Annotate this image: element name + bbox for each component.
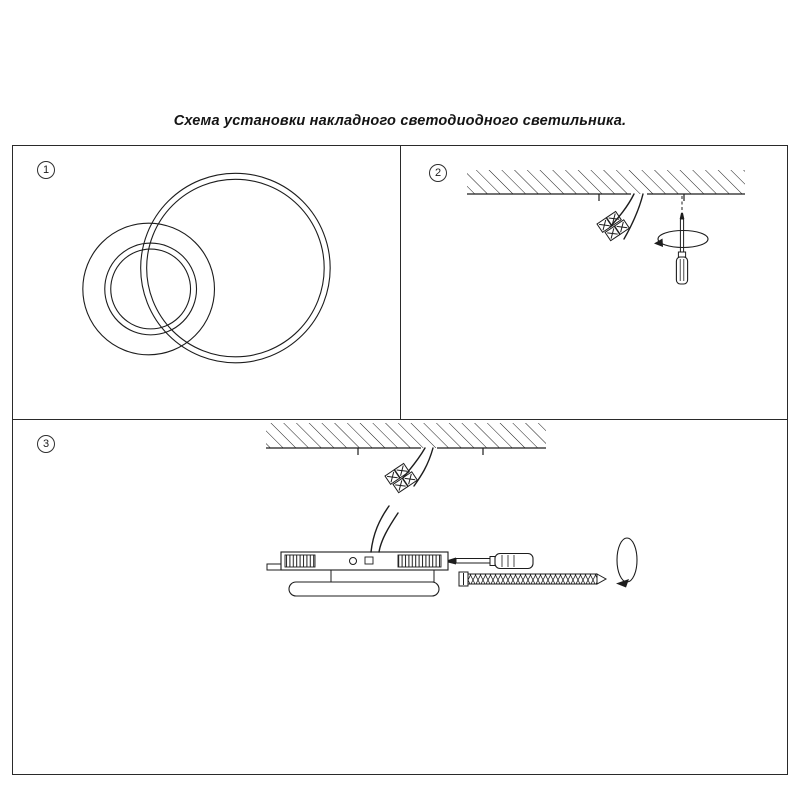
base-mounting-drawing — [266, 423, 638, 597]
terminal-blocks-icon — [596, 210, 631, 242]
lamp-front-view — [82, 172, 331, 364]
outer-ring-inner-line — [146, 178, 325, 358]
rotation-arrow-icon — [616, 537, 638, 588]
wire-to-lamp-2 — [378, 512, 399, 553]
vent-slots-left — [284, 554, 316, 568]
panel-step-3: 3 — [13, 420, 787, 774]
ceiling-wires — [609, 193, 644, 240]
step-1-badge: 1 — [37, 161, 55, 179]
screwdriver-icon — [675, 196, 689, 285]
lamp-mid-housing — [330, 569, 435, 583]
step-3-badge: 3 — [37, 435, 55, 453]
wire-entry-detail — [364, 556, 374, 565]
lamp-body-base — [288, 581, 440, 597]
panel-step-1: 1 — [13, 146, 401, 420]
plate-screw-hole — [349, 557, 357, 565]
diagram-grid: 1 2 — [12, 145, 788, 775]
panel-step-2: 2 — [401, 146, 787, 420]
page-title: Схема установки накладного светодиодного… — [173, 113, 627, 129]
wiring-prep-drawing — [467, 170, 745, 285]
vent-slots-right — [397, 554, 442, 568]
screw-icon — [458, 571, 608, 587]
step-2-badge: 2 — [429, 164, 447, 182]
base-plate-circle — [82, 222, 216, 356]
outer-ring-icon — [140, 172, 331, 364]
inner-ring-inner-line — [110, 248, 192, 330]
inner-ring-icon — [104, 242, 198, 336]
screw-tip — [596, 573, 608, 585]
ceiling-wires — [370, 447, 434, 553]
wire-to-lamp-1 — [370, 505, 390, 553]
screw-thread — [467, 573, 598, 585]
lamp-side-view — [266, 551, 449, 597]
lamp-front-view-drawing — [82, 172, 331, 364]
ceiling-hatch — [266, 423, 546, 455]
rotation-arrow-icon — [654, 229, 709, 249]
terminal-blocks-icon — [384, 462, 419, 494]
ceiling-hatch — [467, 170, 745, 201]
plate-left-tab — [266, 563, 282, 571]
screwdriver-icon — [448, 552, 534, 570]
